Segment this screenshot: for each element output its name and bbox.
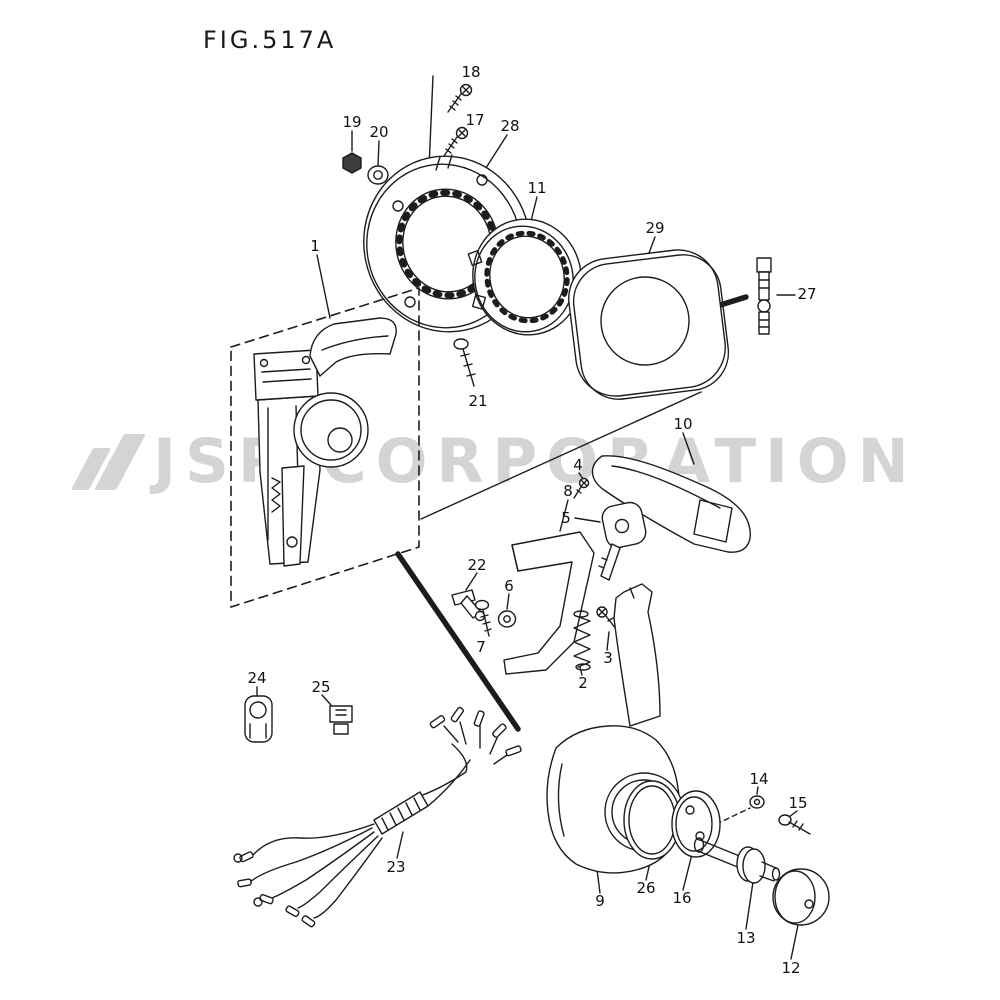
- part-25-clip: [329, 705, 353, 735]
- part-22-fitting: [451, 589, 486, 622]
- part-14-washer: [749, 795, 765, 809]
- part-17-screw: [443, 126, 469, 157]
- part-11-lock-ring: [467, 218, 582, 336]
- part-2-spring: [573, 610, 591, 671]
- part-15-screw: [778, 814, 811, 835]
- part-29-bezel-pad: [568, 249, 730, 400]
- figure-title: FIG.517A: [203, 26, 337, 54]
- part-10-handle-grip: [591, 455, 751, 553]
- part-7-screw: [474, 599, 492, 637]
- part-24-grommet: [244, 695, 273, 743]
- part-19-nut: [342, 152, 362, 174]
- part-16-cap: [671, 790, 721, 858]
- part-6-washer: [497, 610, 517, 628]
- part-20-washer: [367, 165, 389, 185]
- part-8-bracket: [503, 531, 595, 675]
- part-12-knob: [772, 868, 830, 926]
- part-27-connector: [756, 257, 772, 335]
- part-4-screw: [573, 477, 590, 499]
- part-23-wire-harness: [233, 706, 522, 928]
- part-21-screw: [453, 338, 476, 387]
- part-5-key: [598, 501, 647, 581]
- part-3-screw: [596, 606, 617, 630]
- part-13-shaft: [693, 837, 781, 884]
- part-18-screw: [447, 83, 473, 113]
- leader-lines: [256, 75, 799, 960]
- part-1-control-unit: [230, 287, 420, 608]
